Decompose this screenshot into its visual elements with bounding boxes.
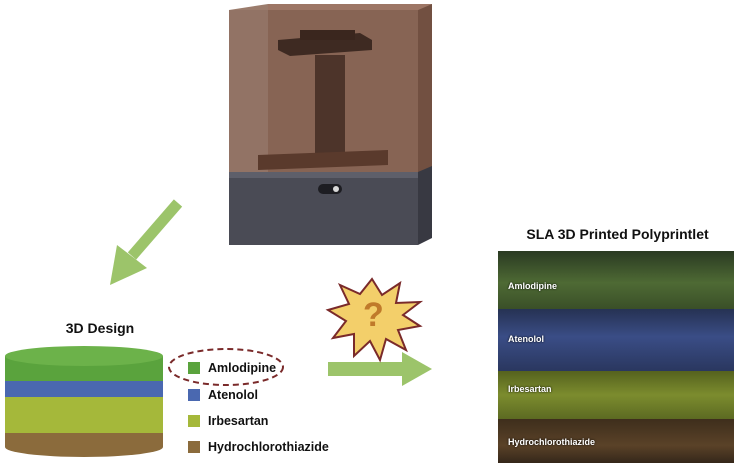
legend-item-irbesartan: Irbesartan bbox=[188, 414, 268, 428]
legend-item-hydrochlorothiazide: Hydrochlorothiazide bbox=[188, 440, 329, 454]
sem-layer-hydrochlorothiazide bbox=[498, 419, 734, 463]
legend-swatch bbox=[188, 389, 200, 401]
sem-layer-amlodipine bbox=[498, 251, 734, 309]
sem-label-atenolol: Atenolol bbox=[508, 334, 544, 344]
legend-label: Amlodipine bbox=[208, 361, 277, 375]
sem-label-irbesartan: Irbesartan bbox=[508, 384, 552, 394]
legend-swatch bbox=[188, 441, 200, 453]
legend-item-atenolol: Atenolol bbox=[188, 388, 258, 402]
legend-label: Atenolol bbox=[208, 388, 258, 402]
sem-layer-irbesartan bbox=[498, 371, 734, 419]
tablet-cylinder bbox=[5, 346, 163, 457]
legend-label: Hydrochlorothiazide bbox=[208, 440, 329, 454]
arrow-printer-to-design bbox=[110, 199, 183, 285]
highlight-ellipse bbox=[168, 348, 284, 386]
question-mark: ? bbox=[363, 296, 384, 334]
legend-swatch bbox=[188, 362, 200, 374]
sem-layer-atenolol bbox=[498, 309, 734, 371]
arrow-design-to-print bbox=[328, 352, 432, 386]
sem-label-hydrochlorothiazide: Hydrochlorothiazide bbox=[508, 437, 596, 447]
printer-icon bbox=[229, 4, 432, 245]
design-title: 3D Design bbox=[65, 320, 135, 336]
sem-label-amlodipine: Amlodipine bbox=[508, 281, 557, 291]
legend-label: Irbesartan bbox=[208, 414, 269, 428]
legend-swatch bbox=[188, 415, 200, 427]
question-burst-icon bbox=[325, 277, 424, 363]
legend-item-amlodipine: Amlodipine bbox=[188, 361, 276, 375]
sem-title: SLA 3D Printed Polyprintlet bbox=[526, 226, 709, 242]
sem-micrograph: Amlodipine Atenolol Irbesartan Hydrochlo… bbox=[498, 251, 734, 463]
